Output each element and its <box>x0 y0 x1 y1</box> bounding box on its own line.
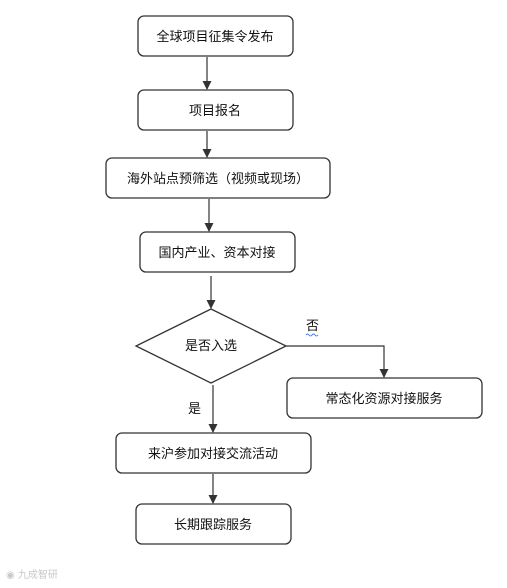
watermark-text: 九成智研 <box>17 570 58 581</box>
node-regular-service: 常态化资源对接服务 <box>286 377 483 419</box>
node-long-term-tracking: 长期跟踪服务 <box>135 503 292 545</box>
node-industry-capital-label: 国内产业、资本对接 <box>158 245 275 261</box>
spellcheck-underline <box>305 333 319 337</box>
node-decision: 是否入选 <box>134 308 288 384</box>
node-project-call-label: 全球项目征集令发布 <box>156 29 273 45</box>
arrow-decision-no <box>286 345 389 378</box>
node-project-call: 全球项目征集令发布 <box>137 15 294 57</box>
node-regular-service-label: 常态化资源对接服务 <box>325 391 442 407</box>
node-registration: 项目报名 <box>137 89 294 131</box>
node-registration-label: 项目报名 <box>189 103 241 119</box>
node-shanghai-event-label: 来沪参加对接交流活动 <box>148 446 278 462</box>
weibo-icon: ◉ <box>6 570 15 581</box>
node-prescreening-label: 海外站点预筛选（视频或现场） <box>127 172 309 187</box>
node-decision-label: 是否入选 <box>185 339 237 354</box>
node-shanghai-event: 来沪参加对接交流活动 <box>115 432 312 474</box>
node-industry-capital: 国内产业、资本对接 <box>139 231 296 273</box>
node-long-term-tracking-label: 长期跟踪服务 <box>174 517 252 533</box>
edge-label-no: 否 <box>306 319 319 334</box>
watermark-logo: ◉ 九成智研 <box>6 566 58 581</box>
edge-label-yes: 是 <box>188 402 201 417</box>
node-prescreening: 海外站点预筛选（视频或现场） <box>105 157 331 199</box>
